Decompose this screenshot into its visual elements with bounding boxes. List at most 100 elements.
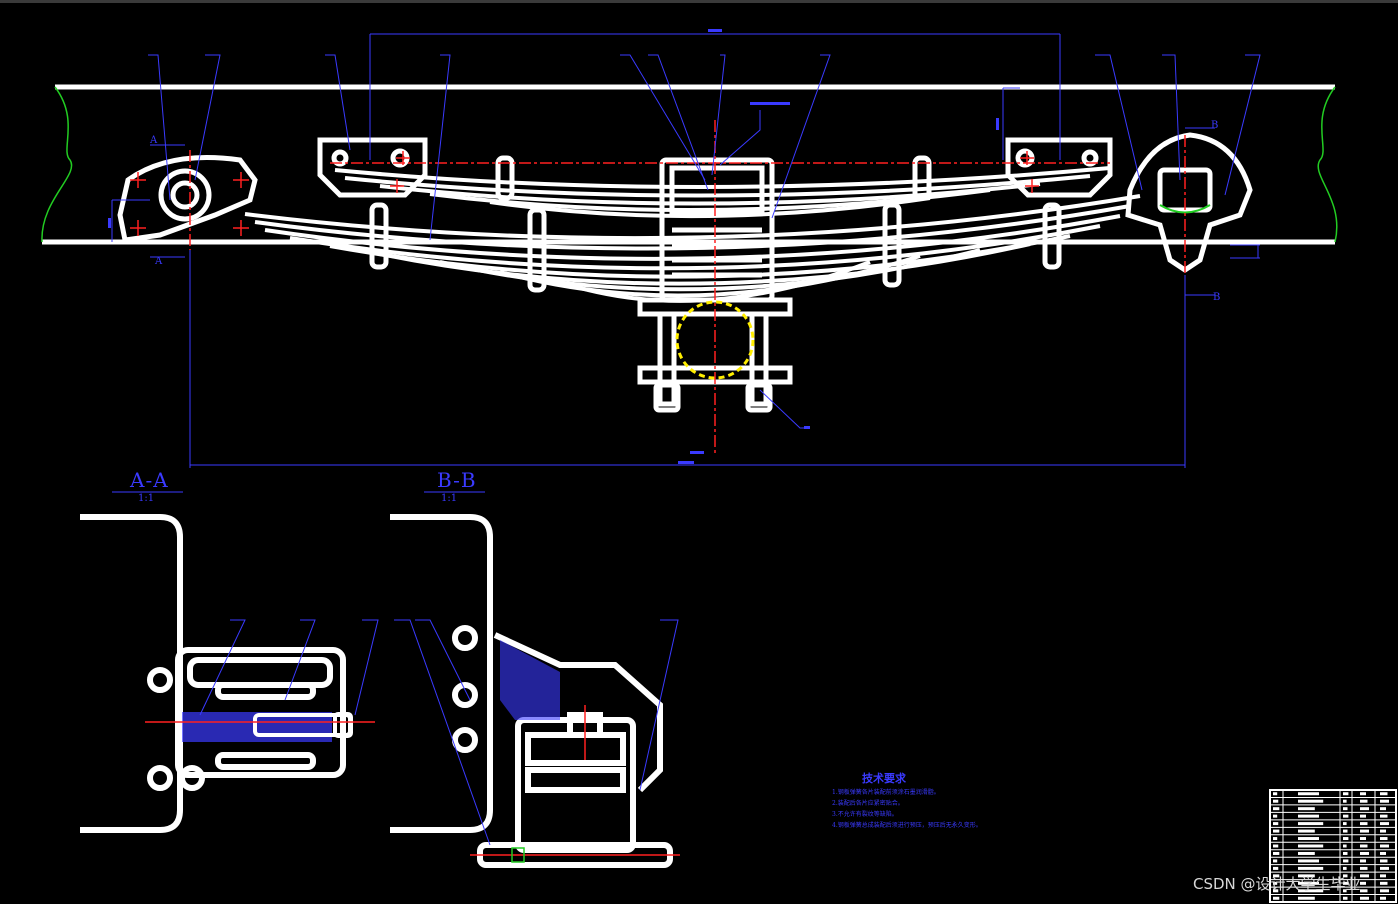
- parts-cell-mark: [1273, 799, 1279, 803]
- parts-cell-mark: [1343, 829, 1348, 833]
- left-front-bracket: [117, 155, 258, 243]
- parts-cell-mark: [1360, 866, 1368, 870]
- parts-cell-mark: [1343, 896, 1348, 900]
- dimension-text-marks: [108, 29, 999, 464]
- parts-cell-mark: [1343, 844, 1347, 848]
- parts-cell-mark: [1380, 874, 1386, 878]
- parts-cell-mark: [1360, 881, 1366, 885]
- parts-cell-mark: [1298, 829, 1315, 833]
- parts-cell-mark: [1273, 814, 1278, 818]
- section-bb-view: [390, 491, 680, 868]
- parts-cell-mark: [1380, 896, 1386, 900]
- parts-cell-mark: [1360, 896, 1369, 900]
- parts-cell-mark: [1298, 837, 1319, 841]
- parts-list-table: [1269, 789, 1397, 903]
- axle-circle: [675, 300, 755, 380]
- section-bb-title: B-B: [437, 468, 477, 492]
- bb-hatched-bracket: [500, 640, 560, 720]
- parts-cell-mark: [1343, 851, 1348, 855]
- parts-cell-mark: [1273, 837, 1278, 841]
- centerlines: [189, 120, 1186, 455]
- svg-text:A: A: [149, 135, 158, 146]
- dimension-lines: [111, 33, 1261, 468]
- parts-cell-mark: [1343, 822, 1347, 826]
- parts-cell-mark: [1360, 859, 1366, 863]
- parts-cell-mark: [1298, 881, 1319, 885]
- parts-cell-mark: [1298, 792, 1319, 796]
- parts-cell-mark: [1298, 859, 1319, 863]
- parts-cell-mark: [1343, 792, 1349, 796]
- parts-cell-mark: [1360, 844, 1368, 848]
- tech-line-2: 2.装配后各片应紧密贴合。: [832, 800, 904, 807]
- parts-cell-mark: [1343, 874, 1348, 878]
- parts-cell-mark: [1380, 807, 1386, 811]
- parts-cell-mark: [1273, 829, 1280, 833]
- parts-cell-mark: [1360, 874, 1369, 878]
- parts-cell-mark: [1273, 866, 1279, 870]
- tech-line-4: 4.钢板弹簧总成装配后须进行预压，预压后无永久变形。: [832, 822, 982, 829]
- parts-cell-mark: [1380, 851, 1386, 855]
- section-aa-view: [80, 491, 379, 833]
- parts-cell-mark: [1273, 792, 1278, 796]
- main-elevation-view: A A B B: [41, 29, 1338, 468]
- parts-cell-mark: [1298, 851, 1315, 855]
- parts-cell-mark: [1380, 814, 1388, 818]
- parts-cell-mark: [1360, 792, 1366, 796]
- parts-cell-mark: [1298, 799, 1324, 803]
- parts-cell-mark: [1298, 814, 1319, 818]
- parts-cell-mark: [1273, 874, 1280, 878]
- parts-cell-mark: [1273, 807, 1280, 811]
- spring-clamps: [369, 155, 1062, 293]
- parts-cell-mark: [1360, 807, 1369, 811]
- parts-cell-mark: [1343, 866, 1347, 870]
- parts-cell-mark: [1380, 859, 1388, 863]
- parts-cell-mark: [1343, 881, 1349, 885]
- parts-cell-mark: [1360, 851, 1369, 855]
- parts-cell-mark: [1298, 807, 1315, 811]
- parts-cell-mark: [1380, 866, 1389, 870]
- svg-text:B: B: [1213, 292, 1220, 303]
- parts-cell-mark: [1380, 829, 1386, 833]
- right-rear-bracket: [1125, 132, 1253, 274]
- parts-cell-mark: [1273, 844, 1279, 848]
- parts-cell-mark: [1298, 889, 1324, 893]
- parts-cell-mark: [1380, 792, 1388, 796]
- parts-cell-mark: [1380, 799, 1389, 803]
- parts-cell-mark: [1298, 822, 1324, 826]
- parts-cell-mark: [1380, 881, 1388, 885]
- right-break-curve: [1317, 86, 1338, 243]
- parts-cell-mark: [1298, 844, 1324, 848]
- parts-cell-mark: [1380, 844, 1389, 848]
- section-aa-title: A-A: [130, 468, 169, 492]
- parts-cell-mark: [1360, 814, 1366, 818]
- parts-cell-mark: [1343, 807, 1348, 811]
- parts-cell-mark: [1298, 896, 1315, 900]
- parts-cell-mark: [1360, 829, 1369, 833]
- parts-cell-mark: [1343, 799, 1347, 803]
- parts-cell-mark: [1273, 889, 1279, 893]
- leaf-spring-stack: [244, 166, 1141, 303]
- parts-cell-mark: [1343, 859, 1349, 863]
- tech-line-1: 1.钢板弹簧各片装配前须涂石墨润滑脂。: [832, 789, 940, 796]
- svg-text:A: A: [154, 256, 163, 267]
- right-shackle-bracket: [1005, 137, 1113, 198]
- parts-cell-mark: [1343, 814, 1349, 818]
- parts-cell-mark: [1298, 866, 1324, 870]
- parts-cell-mark: [1273, 896, 1280, 900]
- svg-text:B: B: [1211, 120, 1218, 131]
- center-marks: [130, 151, 1039, 236]
- parts-cell-mark: [1273, 881, 1278, 885]
- section-aa-scale: 1:1: [138, 493, 155, 504]
- parts-cell-mark: [1380, 822, 1389, 826]
- left-shackle-bracket: [317, 137, 428, 198]
- parts-cell-mark: [1273, 851, 1280, 855]
- section-bb-scale: 1:1: [441, 493, 458, 504]
- parts-cell-mark: [1343, 889, 1347, 893]
- watermark-text: CSDN @设计大学生毕业: [1193, 875, 1361, 893]
- parts-cell-mark: [1360, 889, 1368, 893]
- parts-cell-mark: [1360, 799, 1368, 803]
- parts-cell-mark: [1360, 837, 1366, 841]
- left-break-curve: [41, 86, 73, 243]
- parts-cell-mark: [1298, 874, 1315, 878]
- tech-requirements-title: 技术要求: [862, 772, 906, 785]
